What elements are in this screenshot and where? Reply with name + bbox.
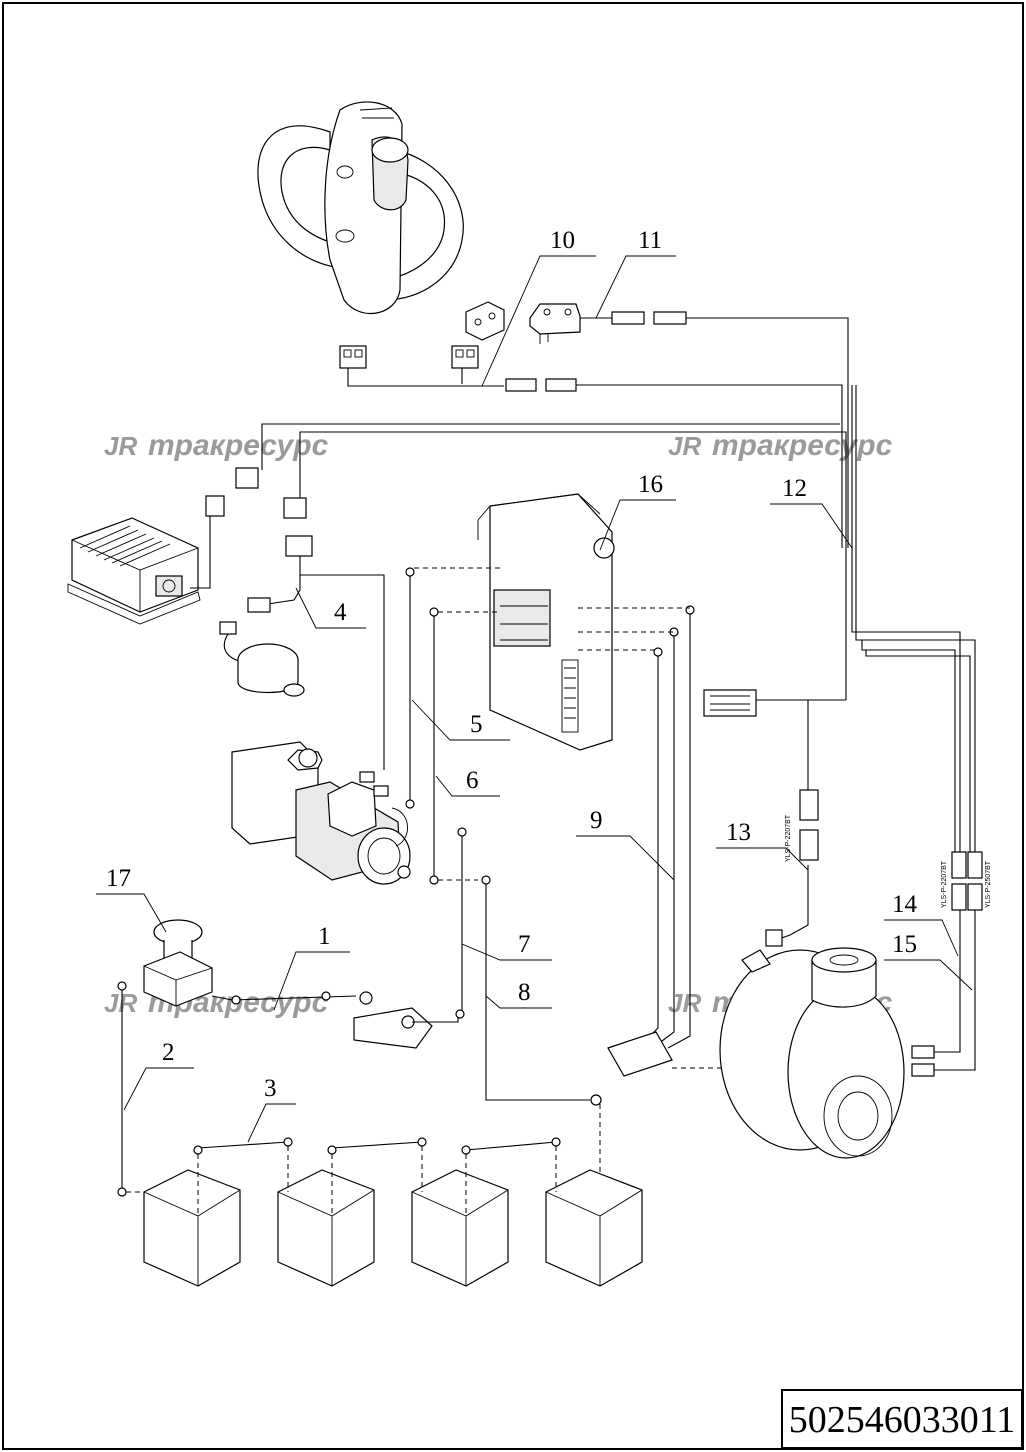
- battery-1: [143, 1169, 241, 1287]
- watermark-top-right: JR тракресурс: [668, 429, 893, 462]
- callout-4: 4: [334, 599, 347, 626]
- callout-16: 16: [638, 471, 663, 498]
- callout-7: 7: [518, 931, 531, 958]
- watermark-text: тракресурс: [148, 429, 329, 462]
- connector-13-label: YLS-P-2207BT: [785, 814, 792, 862]
- part-number-box: 502546033011: [781, 1389, 1023, 1449]
- watermark-logo: JR: [668, 431, 701, 461]
- callout-9: 9: [590, 807, 603, 834]
- callout-14: 14: [892, 891, 918, 918]
- watermark-logo: JR: [104, 431, 137, 461]
- watermark-mid-left: JR тракресурс: [104, 986, 329, 1019]
- watermark-logo: JR: [668, 988, 701, 1018]
- callout-2: 2: [162, 1039, 175, 1066]
- callout-12: 12: [782, 475, 807, 502]
- callout-numbers: 1 2 3 4 5 6 7 8 9 10 11 12 13 14 15 16 1…: [106, 227, 918, 1102]
- callout-6: 6: [466, 767, 479, 794]
- cable-2: [117, 990, 158, 1197]
- part-number: 502546033011: [789, 1399, 1016, 1441]
- callout-3: 3: [264, 1075, 277, 1102]
- callout-11: 11: [638, 227, 662, 254]
- battery-2: [277, 1169, 375, 1287]
- battery-3: [411, 1169, 509, 1287]
- battery-4: [545, 1169, 643, 1287]
- buzzer-item-4: [219, 556, 385, 770]
- sensor-connectors: YLS-P-2207BT YLS-P-2207BT YLS-P-2507BT: [785, 789, 992, 970]
- motor-controller-item-16: [477, 493, 757, 751]
- watermark-text: тракресурс: [712, 429, 893, 462]
- callout-8: 8: [518, 979, 531, 1006]
- callout-15: 15: [892, 931, 917, 958]
- callout-13: 13: [726, 819, 751, 846]
- tiller-connectors: [339, 301, 843, 548]
- callout-17: 17: [106, 865, 131, 892]
- emergency-stop-item-17: [117, 919, 233, 1007]
- dcdc-converter: [67, 467, 313, 625]
- speed-switch-item-11: [529, 303, 849, 548]
- connector-15-label: YLS-P-2507BT: [985, 860, 992, 908]
- power-cables: [405, 567, 900, 1190]
- watermark-top-left: JR тракресурс: [104, 429, 329, 462]
- main-harness: [261, 385, 976, 941]
- tiller-handle: [257, 101, 464, 315]
- callout-1: 1: [318, 923, 331, 950]
- callout-5: 5: [470, 711, 483, 738]
- drive-motor: [719, 929, 976, 1159]
- callout-10: 10: [550, 227, 575, 254]
- hydraulic-pump-unit: [231, 741, 411, 885]
- battery-links-item-3: [193, 1137, 561, 1214]
- cable-1-fuse: [231, 991, 459, 1049]
- callout-leaders: [96, 255, 973, 1143]
- watermark-logo: JR: [104, 988, 137, 1018]
- connector-14-label: YLS-P-2207BT: [941, 860, 948, 908]
